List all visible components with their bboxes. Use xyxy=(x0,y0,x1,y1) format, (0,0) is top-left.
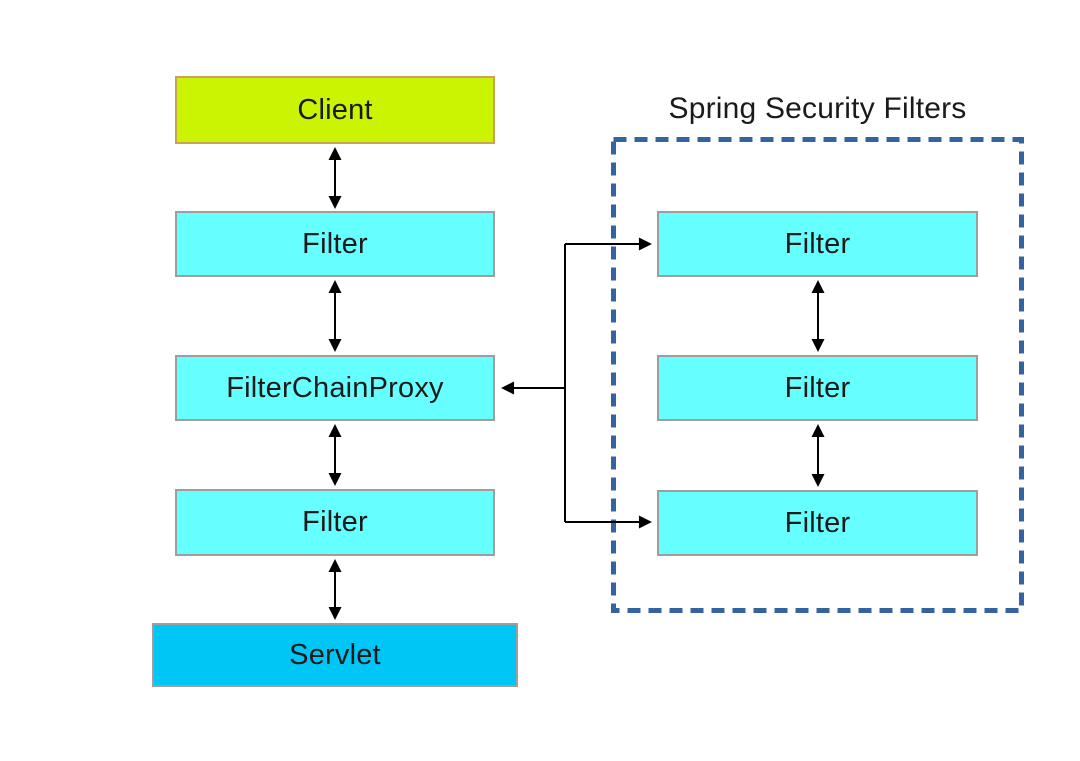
node-label: Filter xyxy=(784,506,851,539)
servlet-node: Servlet xyxy=(152,623,518,687)
security-filter-3-node: Filter xyxy=(657,490,978,556)
node-label: FilterChainProxy xyxy=(226,371,444,404)
security-filter-1-node: Filter xyxy=(657,211,978,277)
filter-chain-proxy-node: FilterChainProxy xyxy=(175,355,495,421)
filter-bottom-node: Filter xyxy=(175,489,495,556)
client-node: Client xyxy=(175,76,495,144)
group-title: Spring Security Filters xyxy=(668,92,967,125)
node-label: Filter xyxy=(302,227,368,260)
node-label: Client xyxy=(297,93,373,126)
filter-top-node: Filter xyxy=(175,211,495,277)
node-label: Filter xyxy=(784,227,851,260)
node-label: Filter xyxy=(302,506,368,538)
node-label: Servlet xyxy=(289,638,381,671)
security-filter-2-node: Filter xyxy=(657,355,978,421)
node-label: Filter xyxy=(784,371,851,404)
